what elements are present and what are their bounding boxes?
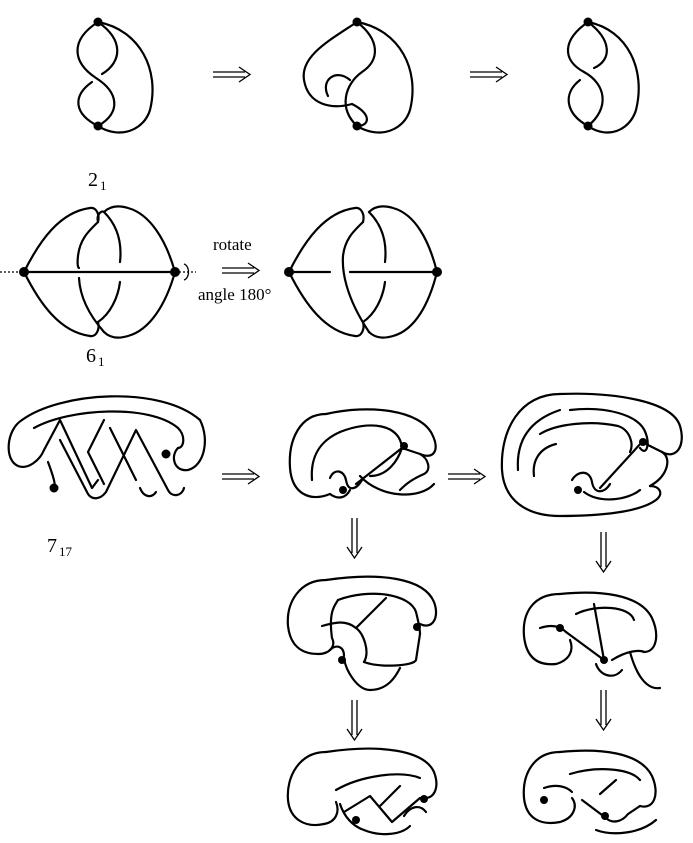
knot-7-17-step-c	[286, 575, 438, 692]
implies-down-arrow-3	[346, 700, 363, 742]
knot-7-17-step-d	[522, 591, 662, 690]
rotate-label: rotate	[213, 235, 252, 254]
label-7-subscript: 17	[59, 544, 73, 559]
implies-arrow-2	[470, 66, 509, 83]
knot-2-1-step-2	[302, 17, 414, 134]
label-6: 6	[86, 345, 96, 367]
knot-6-1-left	[19, 205, 180, 339]
implies-arrow-4	[448, 468, 487, 485]
label-2: 2	[88, 169, 98, 191]
implies-arrow-3	[222, 468, 261, 485]
implies-arrow-1	[213, 66, 252, 83]
label-6-subscript: 1	[98, 354, 105, 369]
implies-arrow-rotate	[222, 262, 261, 279]
knot-7-17-step-e	[286, 747, 438, 836]
implies-down-arrow-2	[595, 532, 612, 574]
implies-down-arrow-1	[346, 518, 363, 560]
label-7: 7	[47, 535, 57, 557]
knot-7-17	[7, 395, 206, 500]
knot-7-17-step-b	[500, 392, 683, 518]
angle-label: angle 180°	[198, 285, 271, 304]
knot-7-17-step-f	[522, 749, 658, 835]
knot-6-1-right	[284, 205, 442, 339]
knot-2-1-step-1	[76, 17, 154, 134]
rotate-curl-icon	[183, 263, 190, 281]
implies-down-arrow-4	[595, 690, 612, 732]
label-2-subscript: 1	[100, 178, 107, 193]
knot-7-17-step-a	[288, 408, 437, 499]
knot-2-1-step-3	[566, 17, 640, 134]
